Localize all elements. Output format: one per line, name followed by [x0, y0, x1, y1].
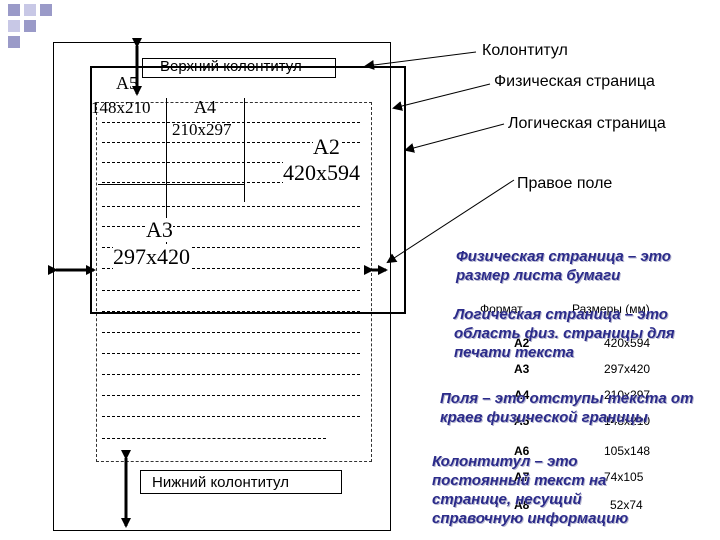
header-box	[142, 58, 336, 78]
table-cell-size: 420х594	[604, 336, 651, 350]
table-cell-size: 52х74	[610, 498, 643, 512]
text-line	[102, 311, 360, 312]
a3-size-label: 297х420	[113, 244, 190, 270]
callout-line: справочную информацию	[432, 510, 629, 527]
callout-line: Колонтитул – это	[432, 453, 578, 470]
fields-callout: Поля – это отступы текста от краев физич…	[440, 389, 693, 427]
text-line	[102, 374, 360, 375]
table-cell-format: А4	[514, 388, 530, 402]
a4-divider-horizontal	[98, 184, 244, 185]
callout-line: Логическая страница – это	[454, 306, 668, 323]
physical-page-callout: Физическая страница – это размер листа б…	[456, 247, 671, 285]
text-line	[102, 268, 360, 269]
a4-divider	[244, 98, 245, 202]
text-line	[102, 438, 326, 439]
decorative-square	[8, 20, 20, 32]
table-header-format: Формат	[480, 302, 523, 316]
physical-page-annotation: Физическая страница	[494, 73, 655, 90]
text-line	[102, 395, 360, 396]
header-callout: Колонтитул – это постоянный текст на стр…	[432, 452, 628, 528]
table-cell-format: А8	[514, 498, 530, 512]
table-cell-format: А3	[514, 362, 530, 376]
text-line	[102, 247, 360, 248]
callout-line: размер листа бумаги	[456, 267, 621, 284]
callout-line: печати текста	[454, 344, 574, 361]
right-margin-annotation: Правое поле	[517, 175, 613, 192]
physical-pointer-arrow	[392, 83, 491, 111]
table-cell-size: 297х420	[604, 362, 651, 376]
table-cell-size: 148х210	[604, 414, 651, 428]
footer-box	[140, 470, 342, 494]
decorative-square	[24, 4, 36, 16]
decorative-square	[8, 4, 20, 16]
text-line	[102, 162, 360, 163]
text-line	[102, 290, 360, 291]
a4-size-label: 210х297	[172, 120, 232, 139]
a4-label: А4	[194, 97, 216, 117]
table-cell-format: А6	[514, 444, 530, 458]
text-line	[102, 142, 360, 143]
callout-line: странице, несущий	[432, 491, 582, 508]
text-line	[102, 226, 360, 227]
physical-page	[53, 42, 391, 531]
a4-page	[90, 66, 406, 314]
table-cell-size: 105х148	[604, 444, 651, 458]
logical-page-annotation: Логическая страница	[508, 115, 666, 132]
logical-page	[96, 102, 372, 462]
callout-line: область физ. страницы для	[454, 325, 675, 342]
a5-size-label: 148х210	[91, 98, 151, 117]
header-annotation: Колонтитул	[482, 42, 568, 59]
text-line	[102, 353, 360, 354]
text-line	[102, 182, 360, 183]
logical-pointer-arrow	[404, 123, 505, 153]
logical-page-callout: Логическая страница – это область физ. с…	[454, 305, 675, 362]
callout-line: Физическая страница – это	[456, 248, 671, 265]
table-cell-format: А5	[514, 414, 530, 428]
decorative-square	[8, 36, 20, 48]
callout-line: постоянный текст на	[432, 472, 607, 489]
text-line	[102, 122, 360, 123]
callout-line: краев физической границы	[440, 409, 648, 426]
margin-pointer-arrow	[386, 179, 515, 264]
a2-size-label: 420х594	[283, 160, 360, 186]
decorative-square	[40, 4, 52, 16]
text-line	[102, 206, 360, 207]
header-pointer-arrow	[364, 51, 477, 70]
a3-label: А3	[146, 217, 173, 242]
table-header-size: Размеры (мм)	[572, 302, 650, 316]
a2-label: А2	[313, 134, 340, 160]
header-label: Верхний колонтитул	[160, 58, 302, 75]
decorative-square	[24, 20, 36, 32]
table-cell-format: А7	[514, 470, 530, 484]
text-line	[102, 332, 360, 333]
table-cell-size: 210х297	[604, 388, 651, 402]
footer-label: Нижний колонтитул	[152, 474, 289, 491]
callout-line: Поля – это отступы текста от	[440, 390, 694, 407]
text-line	[102, 416, 360, 417]
table-cell-format: А2	[514, 336, 530, 350]
table-cell-size: 74х105	[604, 470, 644, 484]
